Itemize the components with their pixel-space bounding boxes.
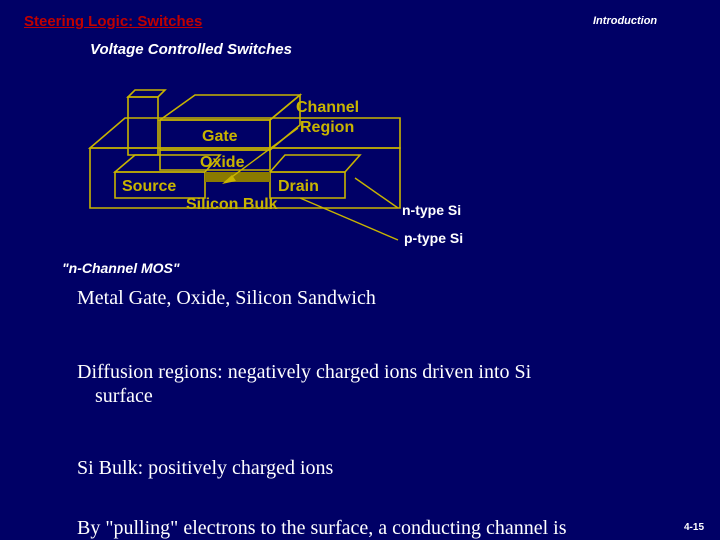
bullet-text: By "pulling" electrons to the surface, a…	[77, 517, 567, 539]
ptype-leader	[299, 197, 399, 241]
ntype-leader	[354, 177, 399, 209]
channel-label-1: Channel	[296, 99, 359, 116]
bulk-top	[87, 117, 401, 149]
oxide-label: Oxide	[200, 154, 245, 171]
bullet-text: Metal Gate, Oxide, Silicon Sandwich	[77, 287, 376, 309]
section-label: Introduction	[593, 15, 658, 27]
ptype-label: p-type Si	[404, 230, 464, 246]
gate-side	[269, 93, 301, 152]
channel-arrowhead	[222, 175, 236, 184]
slide-title: Steering Logic: Switches	[24, 13, 203, 30]
back-plate	[127, 96, 159, 156]
source-label: Source	[122, 178, 176, 195]
silicon-bulk-label: Silicon Bulk	[186, 196, 278, 213]
bullet-text: Diffusion regions: negatively charged io…	[77, 361, 532, 383]
page-number: 4-15	[684, 522, 705, 533]
bullet-item: By "pulling" electrons to the surface, a…	[77, 516, 677, 540]
mos-diagram: Channel Region Gate Oxide Source Drain S…	[87, 89, 401, 241]
drain-label: Drain	[278, 178, 319, 195]
bullet-text: Si Bulk: positively charged ions	[77, 457, 334, 479]
source-top	[112, 154, 222, 173]
bullet-item: Diffusion regions: negatively charged io…	[77, 360, 677, 408]
bullet-item: Si Bulk: positively charged ions	[77, 456, 677, 480]
channel-fill	[205, 172, 270, 182]
slide-subtitle: Voltage Controlled Switches	[90, 41, 292, 58]
drain-top	[268, 154, 362, 173]
back-plate-top	[126, 89, 167, 98]
ntype-label: n-type Si	[402, 202, 462, 218]
bullet-text-continued: surface	[95, 385, 153, 407]
channel-label-2: Region	[300, 119, 354, 136]
bullet-item: Metal Gate, Oxide, Silicon Sandwich	[77, 286, 677, 310]
channel-leader	[224, 127, 299, 183]
gate-label: Gate	[202, 128, 238, 145]
gate-top	[157, 94, 303, 121]
diagram-caption: "n-Channel MOS"	[62, 260, 180, 276]
